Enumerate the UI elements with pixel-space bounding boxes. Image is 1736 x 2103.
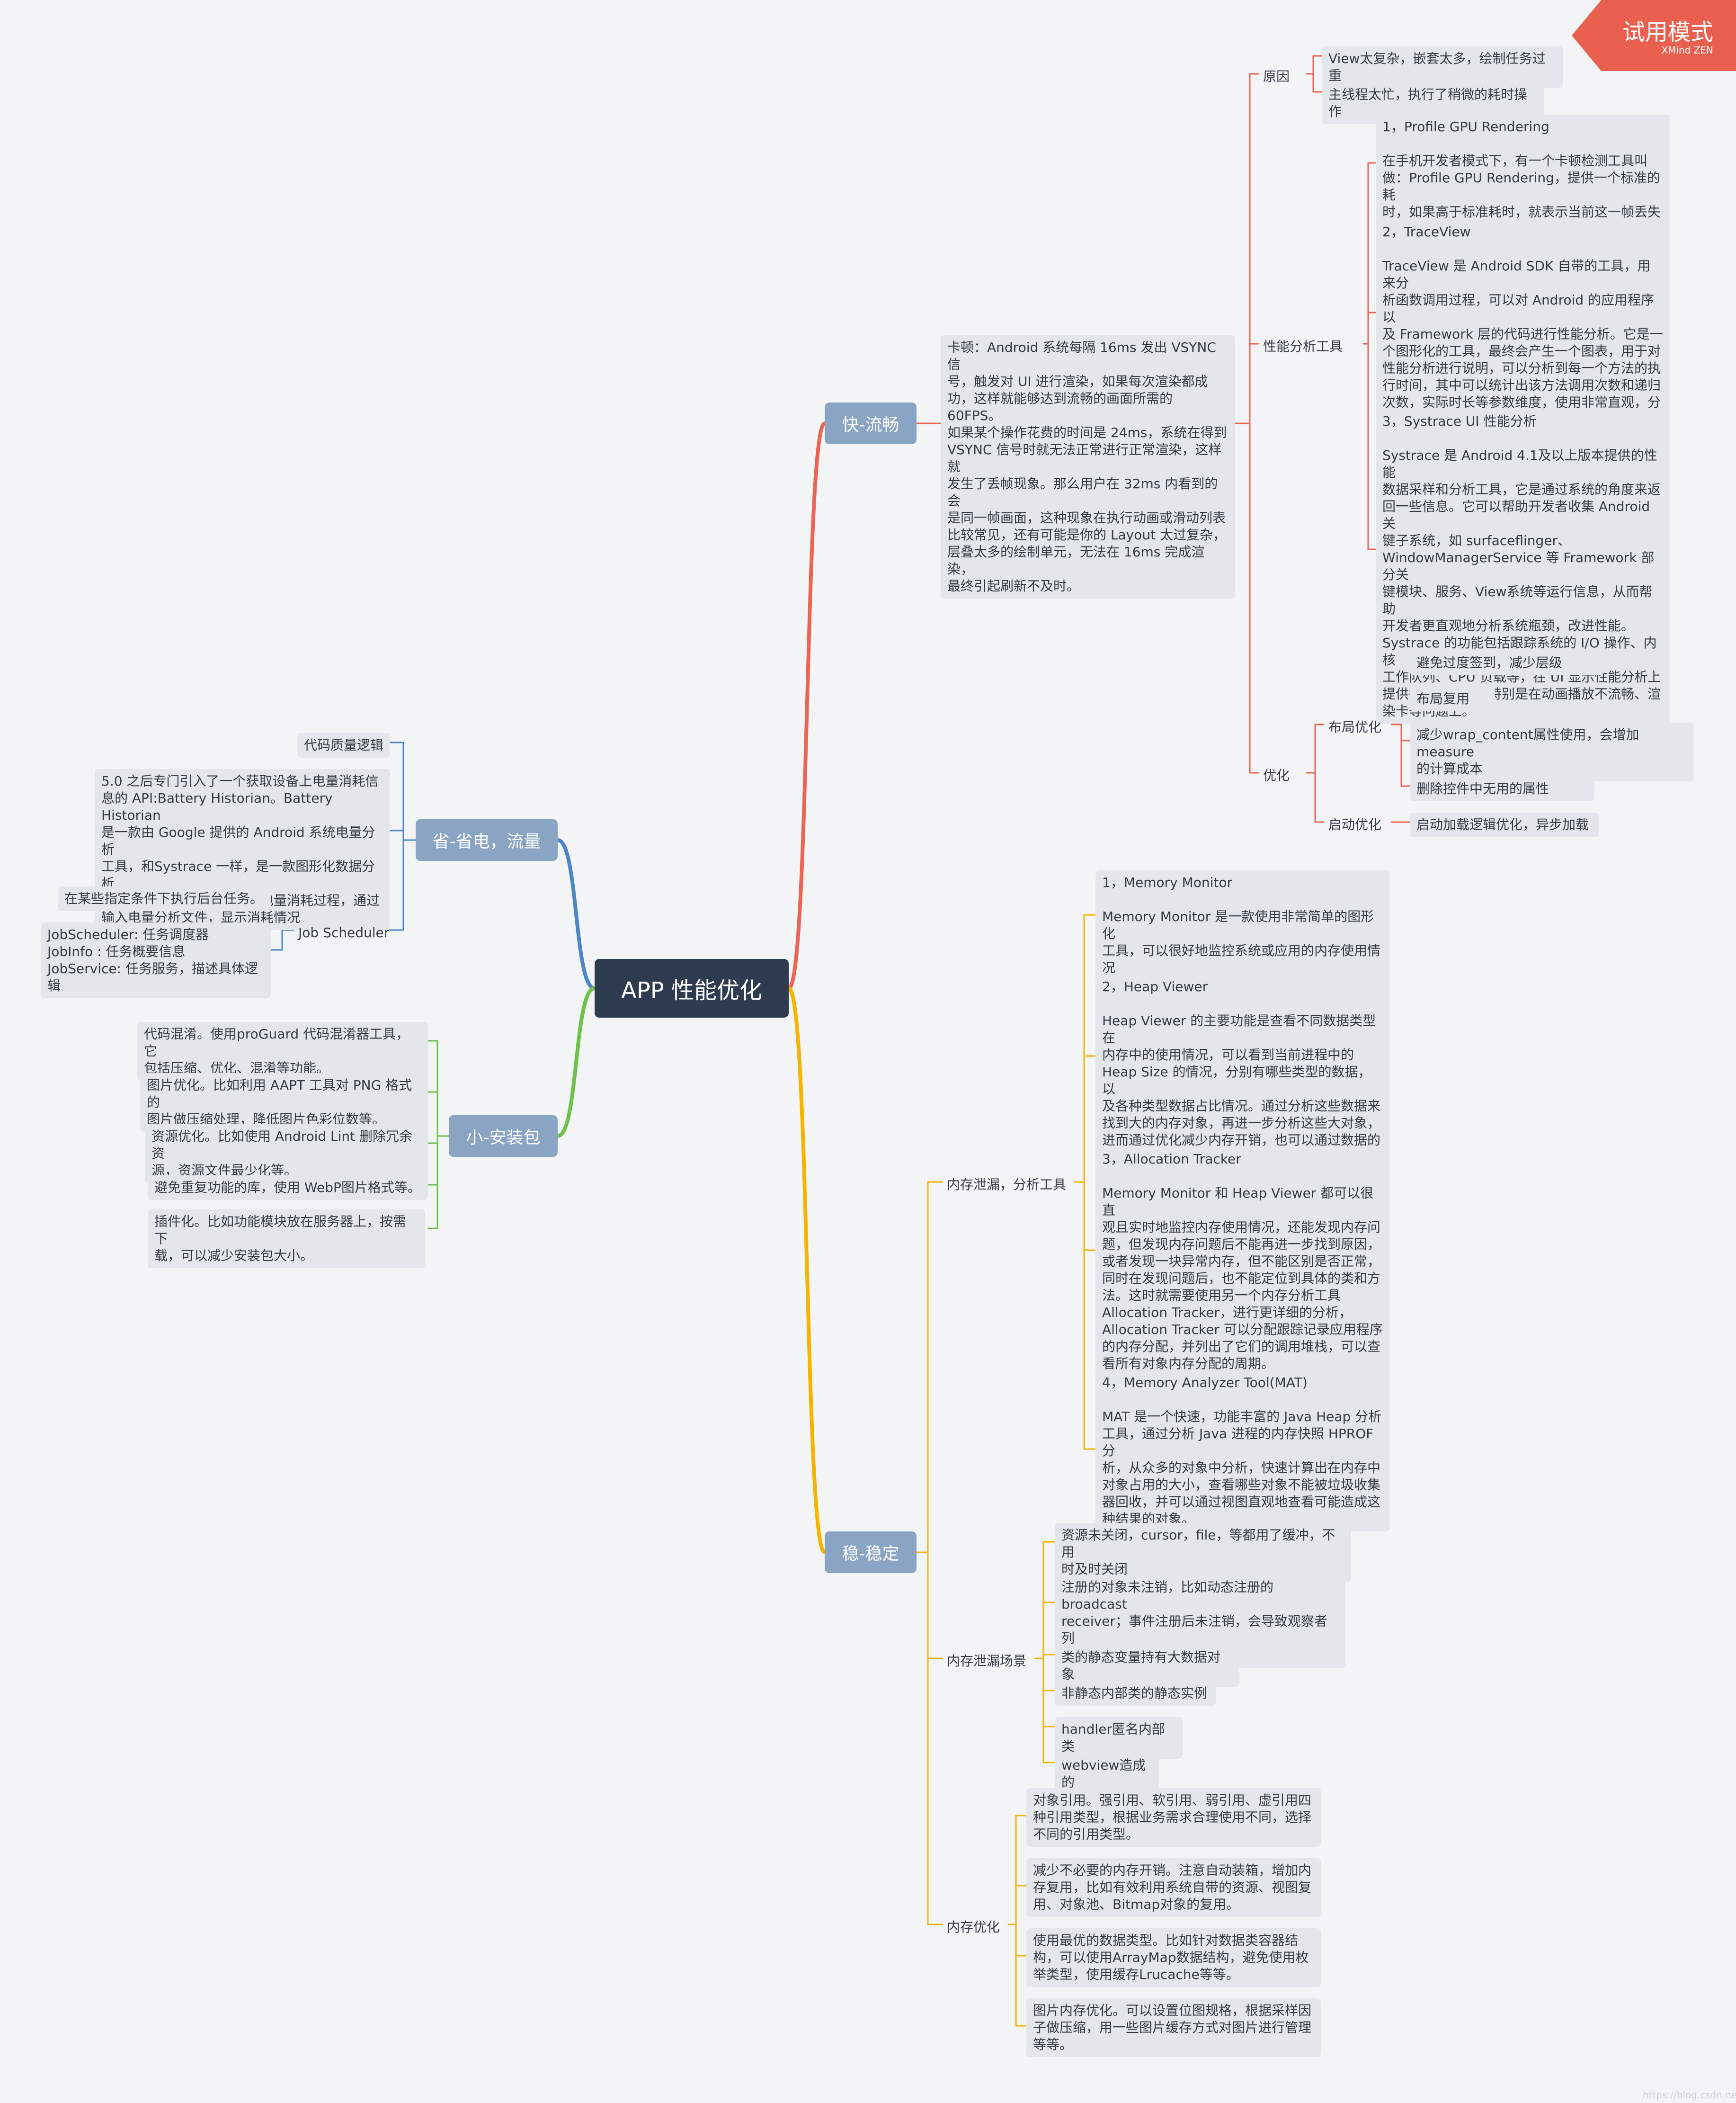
small-item[interactable]: 代码混淆。使用proGuard 代码混淆器工具，它 包括压缩、优化、混淆等功能。 — [137, 1022, 428, 1081]
fast-cause-item[interactable]: View太复杂，嵌套太多，绘制任务过重 — [1322, 46, 1563, 88]
watermark: https://blog.csdn.net — [1643, 2089, 1736, 2101]
leak-scene-item[interactable]: 资源未关闭，cursor，file，等都用了缓冲，不用 时及时关闭 — [1055, 1523, 1351, 1582]
fast-description[interactable]: 卡顿：Android 系统每隔 16ms 发出 VSYNC 信 号，触发对 UI… — [941, 335, 1235, 599]
root-topic[interactable]: APP 性能优化 — [595, 959, 789, 1018]
leak-scene-item[interactable]: 类的静态变量持有大数据对象 — [1055, 1645, 1239, 1687]
layout-optimize-item[interactable]: 减少wrap_content属性使用，会增加measure 的计算成本 — [1410, 723, 1694, 781]
trial-mode-badge: 试用模式 XMind ZEN — [1572, 0, 1736, 71]
fast-cause-label[interactable]: 原因 — [1263, 69, 1290, 84]
small-item[interactable]: 避免重复功能的库，使用 WebP图片格式等。 — [148, 1175, 428, 1200]
fast-tool-profile-gpu[interactable]: 1，Profile GPU Rendering 在手机开发者模式下，有一个卡顿检… — [1376, 115, 1670, 224]
leak-tools-label[interactable]: 内存泄漏，分析工具 — [947, 1177, 1067, 1192]
layout-optimize-item[interactable]: 删除控件中无用的属性 — [1410, 777, 1594, 801]
leak-tool-mat[interactable]: 4，Memory Analyzer Tool(MAT) MAT 是一个快速，功能… — [1095, 1370, 1390, 1531]
badge-title: 试用模式 — [1622, 19, 1713, 45]
edge-root-fast — [787, 421, 827, 990]
small-item[interactable]: 图片优化。比如利用 AAPT 工具对 PNG 格式的 图片做压缩处理，降低图片色… — [140, 1073, 428, 1132]
leak-tool-memory-monitor[interactable]: 1，Memory Monitor Memory Monitor 是一款使用非常简… — [1095, 870, 1390, 980]
leak-tool-allocation-tracker[interactable]: 3，Allocation Tracker Memory Monitor 和 He… — [1095, 1147, 1390, 1376]
layout-optimize-label[interactable]: 布局优化 — [1328, 719, 1382, 735]
topic-stable[interactable]: 稳-稳定 — [825, 1531, 917, 1573]
topic-small[interactable]: 小-安装包 — [449, 1115, 558, 1157]
badge-subtitle: XMind ZEN — [1661, 45, 1713, 56]
topic-power[interactable]: 省-省电，流量 — [416, 819, 558, 861]
edge-root-power — [556, 838, 596, 990]
fast-tool-traceview[interactable]: 2，TraceView TraceView 是 Android SDK 自带的工… — [1376, 220, 1670, 432]
small-item[interactable]: 插件化。比如功能模块放在服务器上，按需下 载，可以减少安装包大小。 — [148, 1209, 425, 1268]
topic-fast[interactable]: 快-流畅 — [825, 403, 917, 444]
leak-scene-item[interactable]: 非静态内部类的静态实例 — [1055, 1681, 1216, 1706]
leak-scenes-label[interactable]: 内存泄漏场景 — [947, 1653, 1027, 1669]
layout-optimize-item[interactable]: 布局复用 — [1410, 687, 1495, 711]
fast-tool-systrace[interactable]: 3，Systrace UI 性能分析 Systrace 是 Android 4.… — [1376, 409, 1670, 724]
job-scheduler-item[interactable]: JobScheduler: 任务调度器 JobInfo : 任务概要信息 Job… — [41, 922, 271, 998]
memory-opt-item[interactable]: 图片内存优化。可以设置位图规格，根据采样因 子做压缩，用一些图片缓存方式对图片进… — [1026, 1998, 1321, 2057]
memory-opt-item[interactable]: 使用最优的数据类型。比如针对数据类容器结 构，可以使用ArrayMap数据结构，… — [1026, 1928, 1321, 1987]
startup-optimize-label[interactable]: 启动优化 — [1328, 817, 1382, 832]
edge-root-stable — [787, 986, 827, 1554]
fast-tools-label[interactable]: 性能分析工具 — [1263, 339, 1343, 354]
power-code-quality[interactable]: 代码质量逻辑 — [297, 733, 390, 758]
edge-root-small — [556, 986, 596, 1138]
leak-tool-heap-viewer[interactable]: 2，Heap Viewer Heap Viewer 的主要功能是查看不同数据类型… — [1095, 975, 1390, 1170]
layout-optimize-item[interactable]: 避免过度签到，减少层级 — [1410, 651, 1604, 675]
fast-optimize-label[interactable]: 优化 — [1263, 768, 1290, 783]
small-item[interactable]: 资源优化。比如使用 Android Lint 删除冗余资 源，资源文件最少化等。 — [145, 1124, 428, 1183]
leak-scene-item[interactable]: handler匿名内部类 — [1055, 1717, 1183, 1759]
startup-optimize-item[interactable]: 启动加载逻辑优化，异步加载 — [1410, 813, 1599, 837]
memory-opt-label[interactable]: 内存优化 — [947, 1919, 1000, 1935]
leak-scene-item[interactable]: webview造成的 — [1055, 1753, 1159, 1795]
memory-opt-item[interactable]: 对象引用。强引用、软引用、弱引用、虚引用四 种引用类型，根据业务需求合理使用不同… — [1026, 1788, 1321, 1847]
job-scheduler-label[interactable]: Job Scheduler — [298, 925, 390, 940]
memory-opt-item[interactable]: 减少不必要的内存开销。注意自动装箱，增加内 存复用，比如有效利用系统自带的资源、… — [1026, 1858, 1321, 1917]
job-scheduler-item[interactable]: 在某些指定条件下执行后台任务。 — [58, 886, 271, 911]
